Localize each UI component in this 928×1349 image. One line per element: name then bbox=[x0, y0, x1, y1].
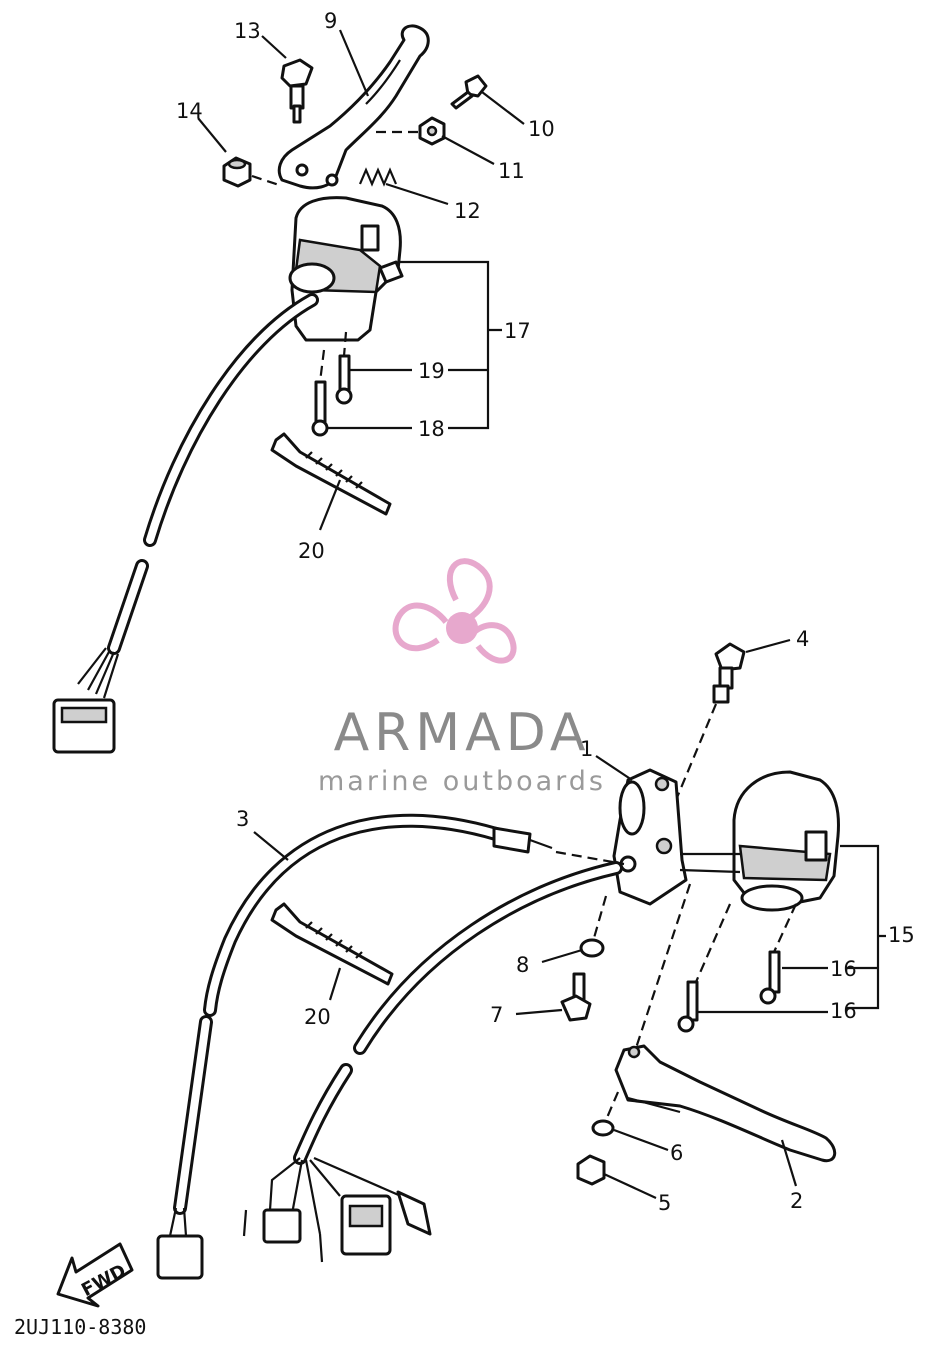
nut-part-14 bbox=[222, 156, 252, 188]
label-17: 17 bbox=[504, 319, 531, 343]
cable-tie-part-20-upper bbox=[270, 432, 392, 516]
propeller-logo-icon bbox=[392, 558, 517, 664]
nut-part-11 bbox=[418, 116, 446, 146]
screw-part-18 bbox=[311, 380, 329, 437]
diagram-code: 2UJ110-8380 bbox=[14, 1315, 146, 1339]
screw-part-16b bbox=[677, 980, 699, 1033]
lower-assembly bbox=[156, 638, 886, 1280]
label-9: 9 bbox=[324, 9, 337, 33]
screw-part-10 bbox=[450, 74, 488, 110]
fwd-arrow-icon: FWD bbox=[56, 1242, 134, 1308]
lower-wire-harness bbox=[242, 861, 623, 1263]
label-11: 11 bbox=[498, 159, 525, 183]
label-16a: 16 bbox=[830, 957, 857, 981]
washer-part-8 bbox=[579, 938, 605, 958]
spring-part-12 bbox=[358, 167, 398, 187]
screw-part-19 bbox=[335, 354, 353, 405]
nut-part-5 bbox=[576, 1154, 606, 1186]
label-18: 18 bbox=[418, 417, 445, 441]
upper-assembly bbox=[52, 24, 525, 754]
label-20-lower: 20 bbox=[304, 1005, 331, 1029]
brand-title: ARMADA bbox=[334, 703, 591, 763]
label-4: 4 bbox=[796, 627, 809, 651]
bolt-part-13 bbox=[280, 58, 314, 124]
washer-part-6 bbox=[591, 1119, 615, 1137]
label-19: 19 bbox=[418, 359, 445, 383]
clutch-cable-part-3 bbox=[156, 813, 553, 1280]
label-5: 5 bbox=[658, 1191, 671, 1215]
part-labels: 13 9 14 10 11 12 17 19 18 20 4 1 3 15 16… bbox=[176, 9, 915, 1215]
label-16b: 16 bbox=[830, 999, 857, 1023]
label-7: 7 bbox=[490, 1003, 503, 1027]
label-13: 13 bbox=[234, 19, 261, 43]
label-3: 3 bbox=[236, 807, 249, 831]
upper-wire-harness bbox=[52, 293, 319, 754]
cable-tie-part-20-lower bbox=[270, 902, 394, 986]
brand-subtitle: marine outboards bbox=[318, 766, 606, 797]
lever-part-9 bbox=[277, 24, 430, 190]
bolt-part-7 bbox=[560, 972, 592, 1022]
switch-housing-part-17 bbox=[288, 196, 404, 342]
label-12: 12 bbox=[454, 199, 481, 223]
label-20-upper: 20 bbox=[298, 539, 325, 563]
bolt-part-4 bbox=[712, 642, 746, 704]
label-15: 15 bbox=[888, 923, 915, 947]
switch-housing-part-15 bbox=[679, 770, 840, 912]
label-14: 14 bbox=[176, 99, 203, 123]
label-6: 6 bbox=[670, 1141, 683, 1165]
lever-part-2 bbox=[614, 1044, 837, 1163]
label-1: 1 bbox=[580, 737, 593, 761]
label-2: 2 bbox=[790, 1189, 803, 1213]
label-10: 10 bbox=[528, 117, 555, 141]
lever-bracket-part-1 bbox=[612, 768, 688, 906]
screw-part-16a bbox=[759, 950, 781, 1005]
armada-watermark: ARMADA marine outboards bbox=[318, 558, 606, 797]
label-8: 8 bbox=[516, 953, 529, 977]
